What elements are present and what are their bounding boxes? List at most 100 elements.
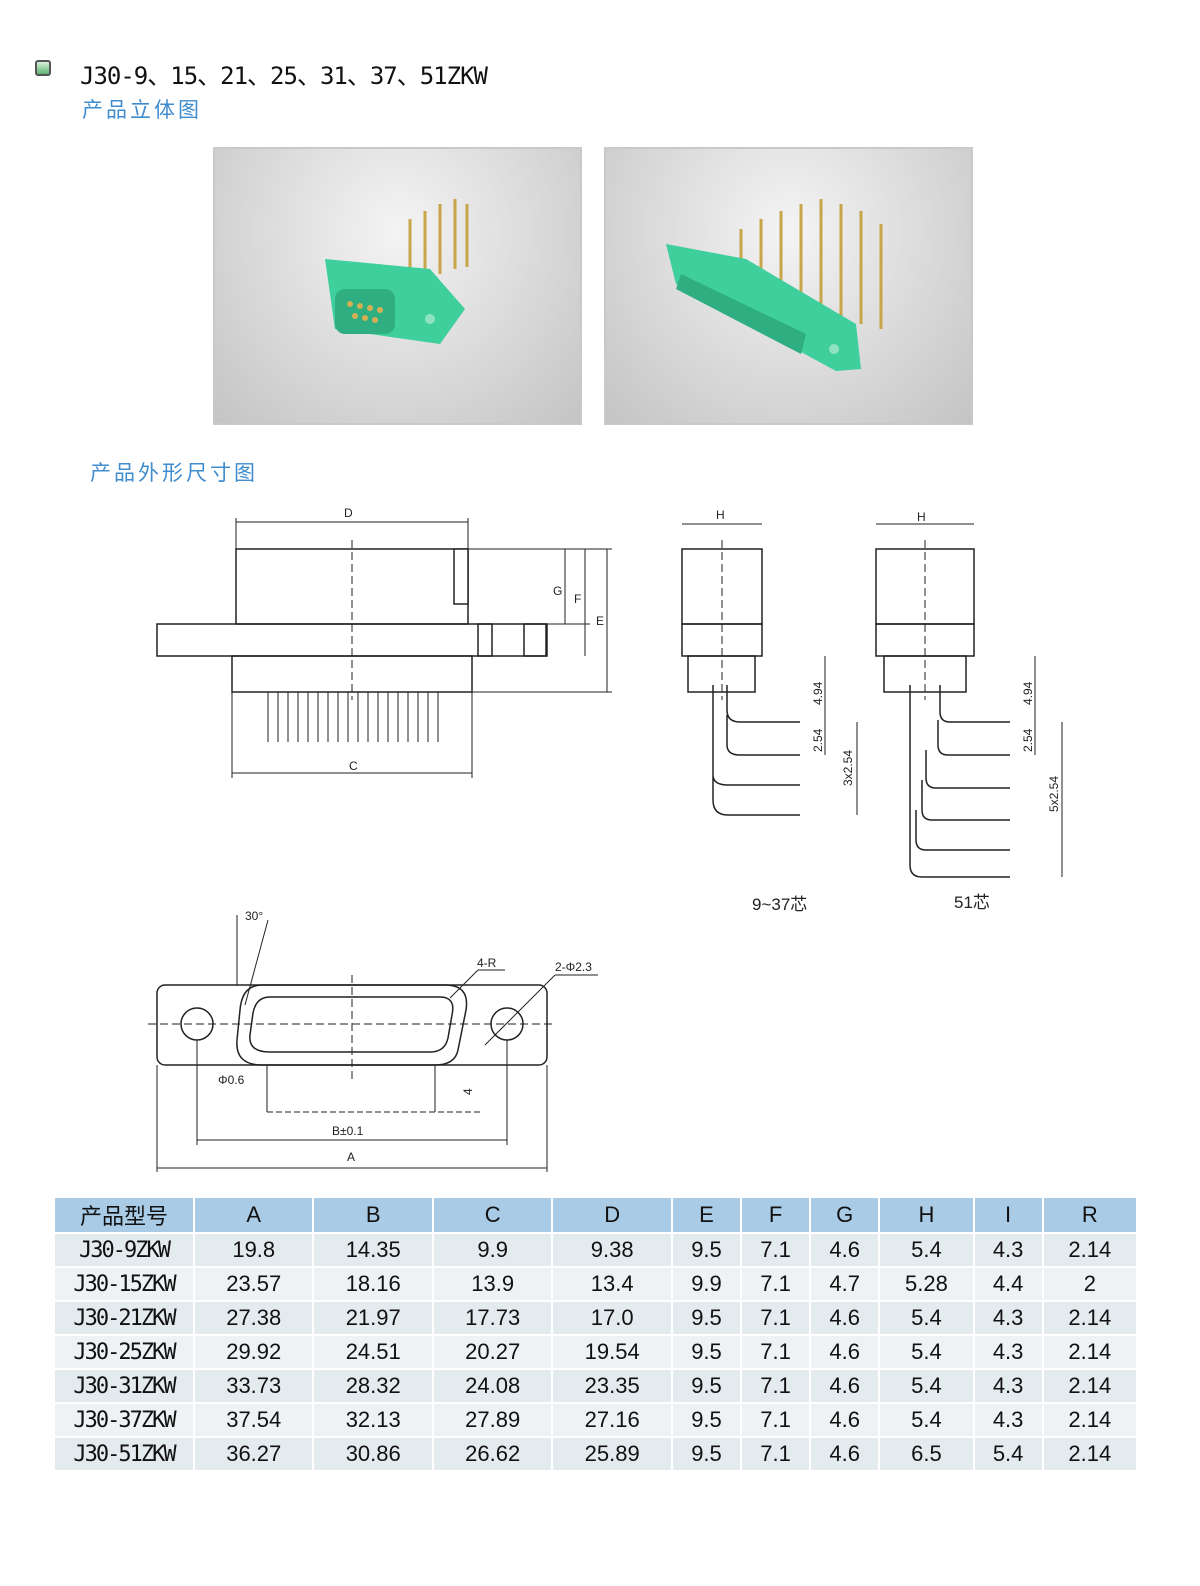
dim-label-494-51: 4.94 bbox=[1021, 681, 1035, 705]
dim-label-h-51: H bbox=[917, 510, 926, 524]
value-cell: 4.6 bbox=[811, 1302, 879, 1334]
header-cell: H bbox=[880, 1198, 973, 1232]
value-cell: 27.89 bbox=[433, 1404, 552, 1436]
value-cell: 23.57 bbox=[195, 1268, 313, 1300]
value-cell: 5.4 bbox=[880, 1302, 973, 1334]
value-cell: 4.4 bbox=[974, 1268, 1042, 1300]
caption-9-37: 9~37芯 bbox=[752, 895, 807, 914]
value-cell: 14.35 bbox=[314, 1234, 432, 1266]
value-cell: 2.14 bbox=[1043, 1234, 1136, 1266]
value-cell: 7.1 bbox=[742, 1268, 810, 1300]
model-cell: J30-9ZKW bbox=[55, 1234, 193, 1266]
pin-len-label: 4 bbox=[461, 1088, 475, 1095]
value-cell: 9.5 bbox=[672, 1336, 741, 1368]
value-cell: 4.6 bbox=[811, 1438, 879, 1470]
dim-label-h-937: H bbox=[716, 508, 725, 522]
value-cell: 17.0 bbox=[553, 1302, 671, 1334]
dim-label-b: B±0.1 bbox=[332, 1124, 364, 1138]
value-cell: 17.73 bbox=[433, 1302, 552, 1334]
value-cell: 27.38 bbox=[195, 1302, 313, 1334]
value-cell: 9.9 bbox=[672, 1268, 741, 1300]
angle-label: 30° bbox=[245, 909, 263, 923]
header-cell: I bbox=[974, 1198, 1042, 1232]
pin-view-51 bbox=[875, 523, 1063, 878]
dim-label-254: 2.54 bbox=[811, 728, 825, 752]
value-cell: 4.6 bbox=[811, 1336, 879, 1368]
product-photo-37pin bbox=[604, 147, 973, 425]
value-cell: 33.73 bbox=[195, 1370, 313, 1402]
value-cell: 2.14 bbox=[1043, 1336, 1136, 1368]
value-cell: 24.51 bbox=[314, 1336, 432, 1368]
value-cell: 2.14 bbox=[1043, 1370, 1136, 1402]
section-dims-heading: 产品外形尺寸图 bbox=[90, 461, 258, 485]
value-cell: 21.97 bbox=[314, 1302, 432, 1334]
value-cell: 28.32 bbox=[314, 1370, 432, 1402]
front-view-drawing bbox=[148, 915, 598, 1172]
header-cell: C bbox=[433, 1198, 552, 1232]
model-cell: J30-21ZKW bbox=[55, 1302, 193, 1334]
header-cell: G bbox=[811, 1198, 879, 1232]
value-cell: 19.8 bbox=[195, 1234, 313, 1266]
dim-label-254-51: 2.54 bbox=[1021, 728, 1035, 752]
dimension-drawings: D C G F E H H 4.94 2.54 3x2.54 4.94 2.54… bbox=[148, 506, 1063, 1172]
header-cell: B bbox=[314, 1198, 432, 1232]
value-cell: 5.4 bbox=[880, 1234, 973, 1266]
model-cell: J30-31ZKW bbox=[55, 1370, 193, 1402]
model-cell: J30-37ZKW bbox=[55, 1404, 193, 1436]
value-cell: 9.38 bbox=[553, 1234, 671, 1266]
value-cell: 27.16 bbox=[553, 1404, 671, 1436]
value-cell: 4.6 bbox=[811, 1404, 879, 1436]
header-cell: A bbox=[195, 1198, 313, 1232]
value-cell: 5.4 bbox=[880, 1404, 973, 1436]
value-cell: 5.4 bbox=[880, 1370, 973, 1402]
dim-label-3x254: 3x2.54 bbox=[841, 750, 855, 786]
section-3d-heading: 产品立体图 bbox=[82, 98, 202, 122]
header-cell: D bbox=[553, 1198, 671, 1232]
value-cell: 7.1 bbox=[742, 1336, 810, 1368]
product-photo-9pin bbox=[213, 147, 582, 425]
value-cell: 24.08 bbox=[433, 1370, 552, 1402]
hole-label: 2-Φ2.3 bbox=[555, 960, 592, 974]
value-cell: 9.5 bbox=[672, 1234, 741, 1266]
value-cell: 4.6 bbox=[811, 1370, 879, 1402]
value-cell: 30.86 bbox=[314, 1438, 432, 1470]
dim-label-494: 4.94 bbox=[811, 681, 825, 705]
value-cell: 18.16 bbox=[314, 1268, 432, 1300]
model-cell: J30-51ZKW bbox=[55, 1438, 193, 1470]
value-cell: 7.1 bbox=[742, 1370, 810, 1402]
value-cell: 9.5 bbox=[672, 1404, 741, 1436]
pin-view-9-37 bbox=[681, 523, 858, 816]
value-cell: 5.4 bbox=[974, 1438, 1042, 1470]
radius-label: 4-R bbox=[477, 956, 497, 970]
value-cell: 7.1 bbox=[742, 1404, 810, 1436]
connector-9-image bbox=[325, 199, 469, 344]
product-title: J30-9、15、21、25、31、37、51ZKW bbox=[80, 62, 488, 90]
dim-label-d: D bbox=[344, 506, 353, 520]
value-cell: 7.1 bbox=[742, 1438, 810, 1470]
value-cell: 23.35 bbox=[553, 1370, 671, 1402]
dim-label-c: C bbox=[349, 759, 358, 773]
value-cell: 26.62 bbox=[433, 1438, 552, 1470]
value-cell: 20.27 bbox=[433, 1336, 552, 1368]
caption-51: 51芯 bbox=[954, 893, 990, 912]
value-cell: 5.4 bbox=[880, 1336, 973, 1368]
header-cell: 产品型号 bbox=[55, 1198, 193, 1232]
model-cell: J30-25ZKW bbox=[55, 1336, 193, 1368]
value-cell: 9.9 bbox=[433, 1234, 552, 1266]
value-cell: 6.5 bbox=[880, 1438, 973, 1470]
connector-37-image bbox=[666, 199, 883, 371]
value-cell: 13.9 bbox=[433, 1268, 552, 1300]
header-cell: F bbox=[742, 1198, 810, 1232]
pin-dia-label: Φ0.6 bbox=[218, 1073, 245, 1087]
dim-label-a: A bbox=[347, 1150, 355, 1164]
dim-label-e: E bbox=[596, 614, 604, 628]
value-cell: 36.27 bbox=[195, 1438, 313, 1470]
